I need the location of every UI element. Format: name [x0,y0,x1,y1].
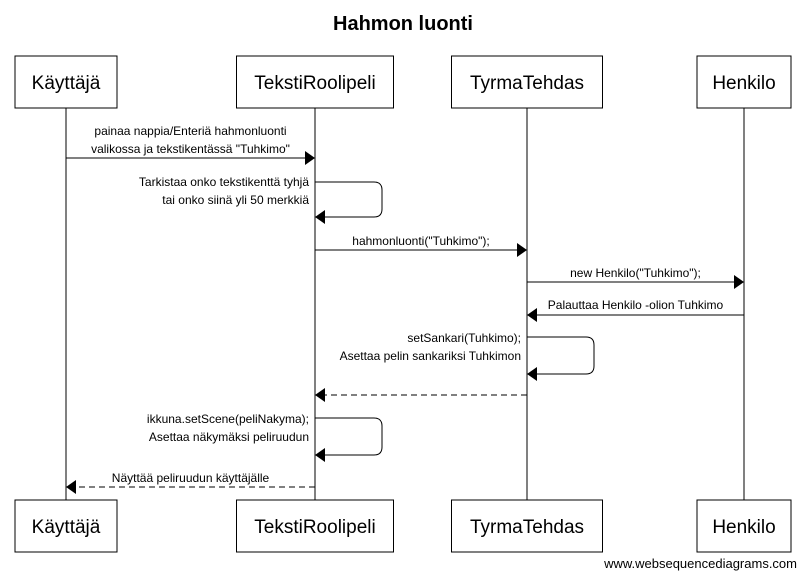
message-label: Asettaa näkymäksi peliruudun [149,430,309,444]
arrowhead [315,210,325,224]
message-8: ikkuna.setScene(peliNakyma); Asettaa näky… [147,412,383,462]
message-label: Näyttää peliruudun käyttäjälle [112,471,270,485]
participant-box [451,55,603,109]
participant-kayttaja-bottom: Käyttäjä [14,499,118,553]
diagram-title: Hahmon luonti [333,13,473,35]
arrowhead [305,151,315,165]
message-label: hahmonluonti("Tuhkimo"); [352,234,489,248]
participant-label: Henkilo [712,517,775,538]
participant-label: Henkilo [712,73,775,94]
self-message-line [315,417,383,456]
message-5: Palauttaa Henkilo -olion Tuhkimo [527,298,744,322]
participant-box [14,499,118,553]
message-7 [315,388,527,402]
participant-tyrmatehdas-top: TyrmaTehdas [451,55,603,109]
arrowhead [527,367,537,381]
message-label: valikossa ja tekstikentässä "Tuhkimo" [91,142,290,156]
message-4: new Henkilo("Tuhkimo"); [527,266,744,289]
participant-label: TyrmaTehdas [470,517,584,538]
message-label: Palauttaa Henkilo -olion Tuhkimo [548,298,724,312]
arrowhead [66,480,76,494]
participant-label: Käyttäjä [32,517,101,538]
participants-top: Käyttäjä TekstiRoolipeli TyrmaTehdas Henkil… [14,55,792,109]
message-label: Tarkistaa onko tekstikenttä tyhjä [139,175,309,189]
messages: painaa nappia/Enteriä hahmonluonti valiko… [66,124,744,494]
participant-tekstiroolipeli-top: TekstiRoolipeli [236,55,394,109]
message-9: Näyttää peliruudun käyttäjälle [66,471,315,494]
message-6: setSankari(Tuhkimo); Asettaa pelin sankar… [340,331,595,381]
participant-box [14,55,118,109]
participant-label: TekstiRoolipeli [254,73,375,94]
message-label: setSankari(Tuhkimo); [407,331,521,345]
participant-box [451,499,603,553]
participant-tyrmatehdas-bottom: TyrmaTehdas [451,499,603,553]
self-message-line [527,336,595,375]
participant-box [236,55,394,109]
message-1: painaa nappia/Enteriä hahmonluonti valiko… [66,124,315,165]
arrowhead [517,243,527,257]
watermark: www.websequencediagrams.com [603,556,797,571]
participant-label: TekstiRoolipeli [254,517,375,538]
message-label: Asettaa pelin sankariksi Tuhkimon [340,349,521,363]
participant-label: Käyttäjä [32,73,101,94]
participant-box [696,499,792,553]
participant-henkilo-top: Henkilo [696,55,792,109]
message-label: painaa nappia/Enteriä hahmonluonti [94,124,286,138]
arrowhead [315,448,325,462]
message-label: tai onko siinä yli 50 merkkiä [162,193,309,207]
participant-box [236,499,394,553]
participant-henkilo-bottom: Henkilo [696,499,792,553]
lifelines [65,108,745,500]
message-label: new Henkilo("Tuhkimo"); [570,266,701,280]
participant-box [696,55,792,109]
arrowhead [527,308,537,322]
participants-bottom: Käyttäjä TekstiRoolipeli TyrmaTehdas Henkil… [14,499,792,553]
message-label: ikkuna.setScene(peliNakyma); [147,412,309,426]
participant-label: TyrmaTehdas [470,73,584,94]
arrowhead [734,275,744,289]
participant-tekstiroolipeli-bottom: TekstiRoolipeli [236,499,394,553]
self-message-line [315,181,383,218]
participant-kayttaja-top: Käyttäjä [14,55,118,109]
arrowhead [315,388,325,402]
message-2: Tarkistaa onko tekstikenttä tyhjä tai onk… [139,175,383,224]
message-3: hahmonluonti("Tuhkimo"); [315,234,527,257]
